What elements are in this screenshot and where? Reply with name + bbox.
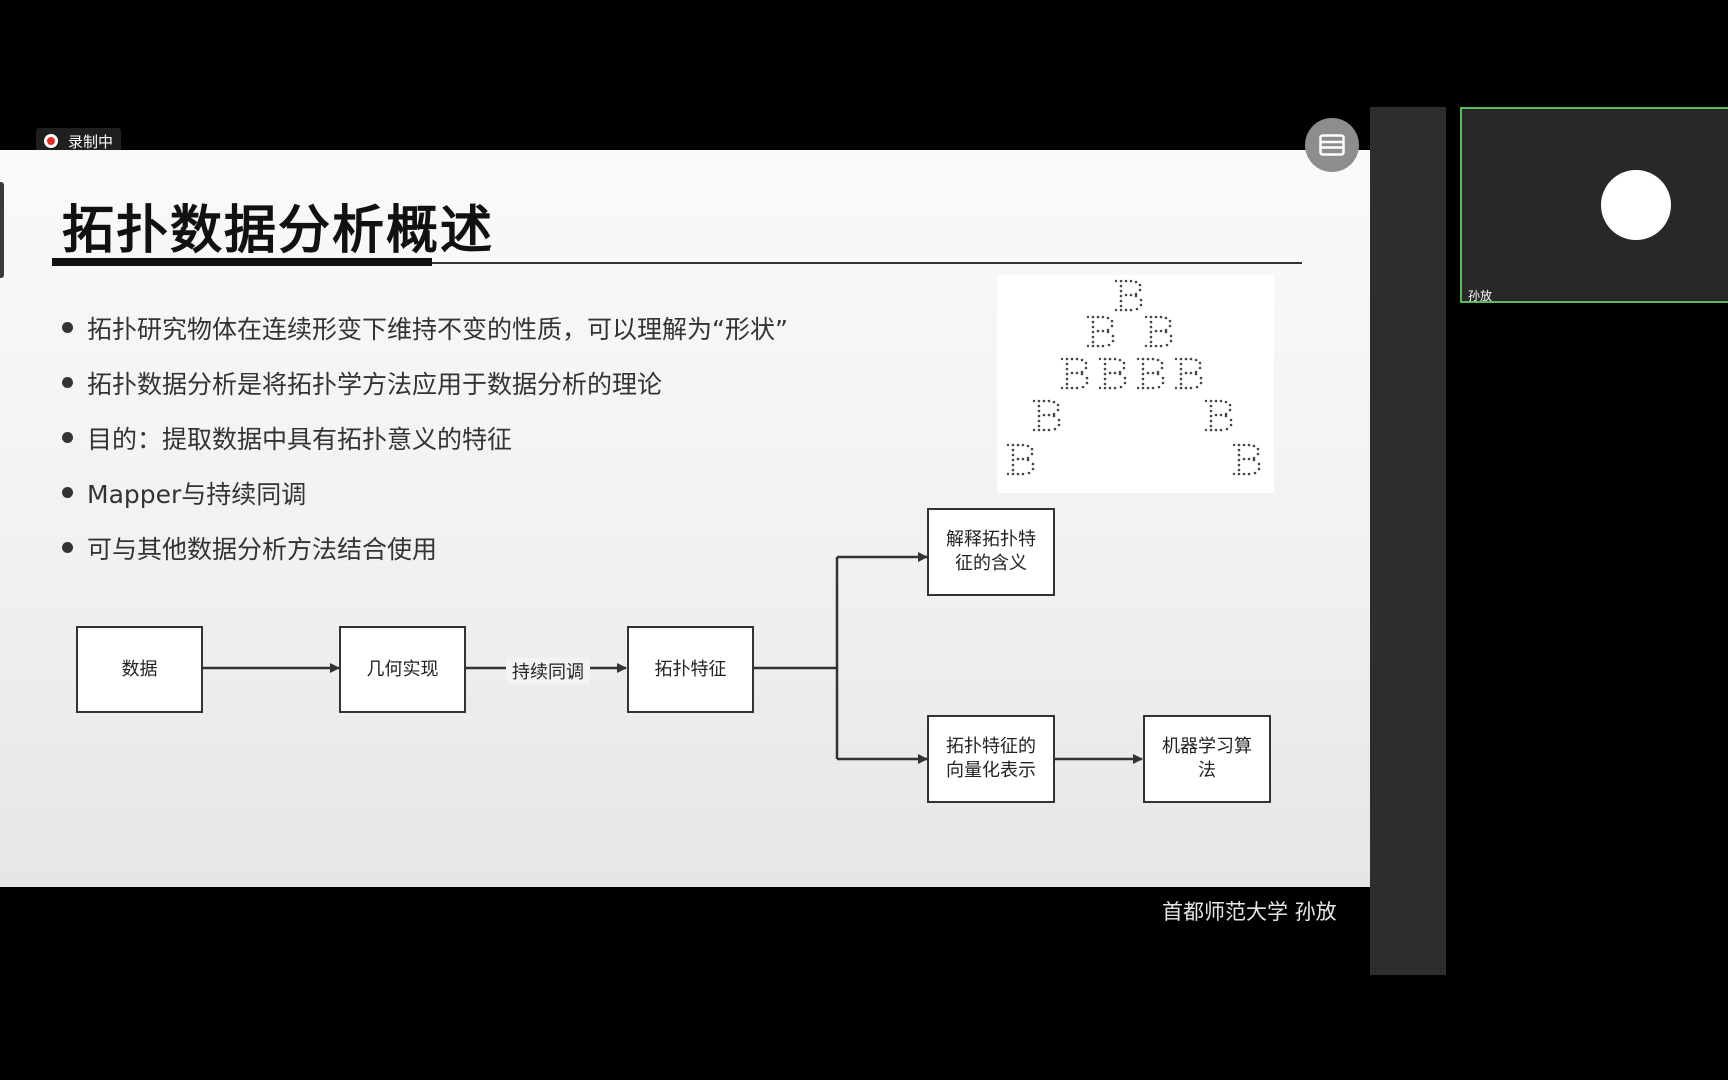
bullet-list: 拓扑研究物体在连续形变下维持不变的性质，可以理解为“形状” 拓扑数据分析是将拓扑… [62,300,788,575]
recording-label: 录制中 [68,132,114,151]
flow-node-label: 数据 [121,658,158,680]
record-dot-icon [44,134,58,148]
bullet-icon [62,432,73,443]
dotted-b-pyramid-figure [997,275,1274,493]
flow-node-ml-algorithm: 机器学习算法 [1143,715,1271,803]
title-underline [52,262,1302,264]
bullet-item: 可与其他数据分析方法结合使用 [62,520,788,575]
bullet-icon [62,377,73,388]
bullet-text: 拓扑数据分析是将拓扑学方法应用于数据分析的理论 [87,369,663,399]
video-panel-separator [1370,107,1446,975]
flow-node-label: 拓扑特征 [654,658,727,680]
layout-toggle-icon [1319,134,1345,156]
bullet-icon [62,542,73,553]
recording-indicator: 录制中 [36,128,122,154]
flow-node-topological-features: 拓扑特征 [627,626,754,713]
participant-video-tile[interactable]: 孙放 [1460,107,1728,303]
flow-node-data: 数据 [76,626,203,713]
flow-node-label: 解释拓扑特征的含义 [946,529,1036,574]
bullet-item: 拓扑研究物体在连续形变下维持不变的性质，可以理解为“形状” [62,300,788,355]
bullet-text: 目的：提取数据中具有拓扑意义的特征 [87,424,513,454]
bullet-item: Mapper与持续同调 [62,465,788,520]
bullet-icon [62,487,73,498]
bullet-text: 可与其他数据分析方法结合使用 [87,534,438,564]
view-toggle-button[interactable] [1305,118,1359,172]
avatar [1601,170,1671,240]
bullet-item: 目的：提取数据中具有拓扑意义的特征 [62,410,788,465]
flow-node-vectorized-features: 拓扑特征的向量化表示 [927,715,1055,803]
bullet-text: Mapper与持续同调 [87,479,307,509]
shared-slide [0,150,1370,887]
flow-edge-label: 持续同调 [506,658,590,684]
bullet-item: 拓扑数据分析是将拓扑学方法应用于数据分析的理论 [62,355,788,410]
flow-node-interpret-features: 解释拓扑特征的含义 [927,508,1055,596]
bullet-icon [62,322,73,333]
participant-name: 孙放 [1468,289,1493,303]
flow-node-geometric-realization: 几何实现 [339,626,466,713]
left-panel-handle[interactable] [0,182,4,278]
flow-node-label: 几何实现 [366,658,439,680]
slide-title: 拓扑数据分析概述 [62,201,495,261]
title-underline-accent [52,258,432,266]
slide-credit: 首都师范大学 孙放 [1162,900,1337,924]
bullet-text: 拓扑研究物体在连续形变下维持不变的性质，可以理解为“形状” [87,314,788,344]
flow-node-label: 拓扑特征的向量化表示 [946,736,1036,781]
flow-node-label: 机器学习算法 [1162,736,1252,781]
